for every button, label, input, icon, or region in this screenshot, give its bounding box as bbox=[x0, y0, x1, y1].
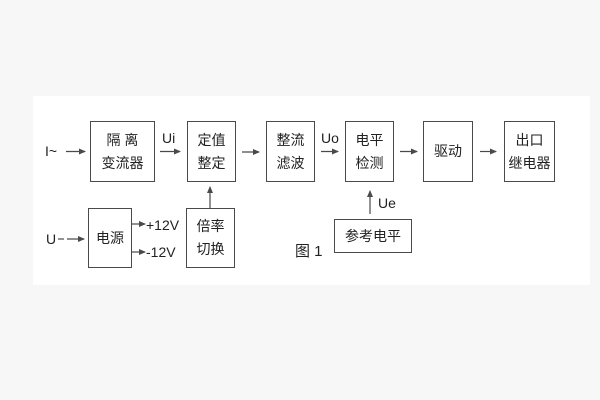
signal-input-current: I~ bbox=[45, 143, 58, 159]
signal-ui: Ui bbox=[162, 130, 176, 146]
block-label: 倍率 bbox=[196, 218, 225, 234]
block-rectifier-filter: 整流 滤波 bbox=[266, 121, 315, 182]
block-power-supply: 电源 bbox=[88, 208, 132, 268]
signal-uo: Uo bbox=[321, 130, 339, 146]
block-label: 参考电平 bbox=[345, 227, 401, 244]
signal-minus-12v: -12V bbox=[146, 244, 176, 260]
block-label: 整定 bbox=[197, 154, 226, 171]
block-label: 变流器 bbox=[101, 154, 144, 171]
signal-plus-12v: +12V bbox=[146, 217, 180, 233]
block-output-relay: 出口 继电器 bbox=[504, 121, 555, 182]
block-setting-adjust: 定值 整定 bbox=[187, 121, 236, 182]
block-label: 定值 bbox=[197, 131, 226, 148]
signal-input-voltage: U bbox=[46, 231, 57, 247]
block-label: 出口 bbox=[515, 131, 544, 148]
block-drive: 驱动 bbox=[423, 121, 473, 182]
block-label: 检测 bbox=[355, 154, 384, 171]
figure-caption: 图 1 bbox=[295, 243, 323, 260]
block-label: 整流 bbox=[276, 131, 305, 148]
signal-ue: Ue bbox=[378, 195, 396, 211]
block-reference-level: 参考电平 bbox=[334, 219, 412, 253]
block-ratio-switch: 倍率 切换 bbox=[186, 208, 235, 268]
block-label: 隔 离 bbox=[106, 131, 139, 148]
block-label: 电平 bbox=[355, 131, 384, 148]
block-isolation-transducer: 隔 离 变流器 bbox=[90, 121, 155, 182]
block-label: 继电器 bbox=[508, 154, 551, 171]
block-label: 电源 bbox=[96, 229, 124, 246]
block-label: 滤波 bbox=[276, 154, 305, 171]
block-label: 切换 bbox=[196, 241, 225, 257]
block-level-detect: 电平 检测 bbox=[345, 121, 394, 182]
block-label: 驱动 bbox=[434, 143, 462, 159]
